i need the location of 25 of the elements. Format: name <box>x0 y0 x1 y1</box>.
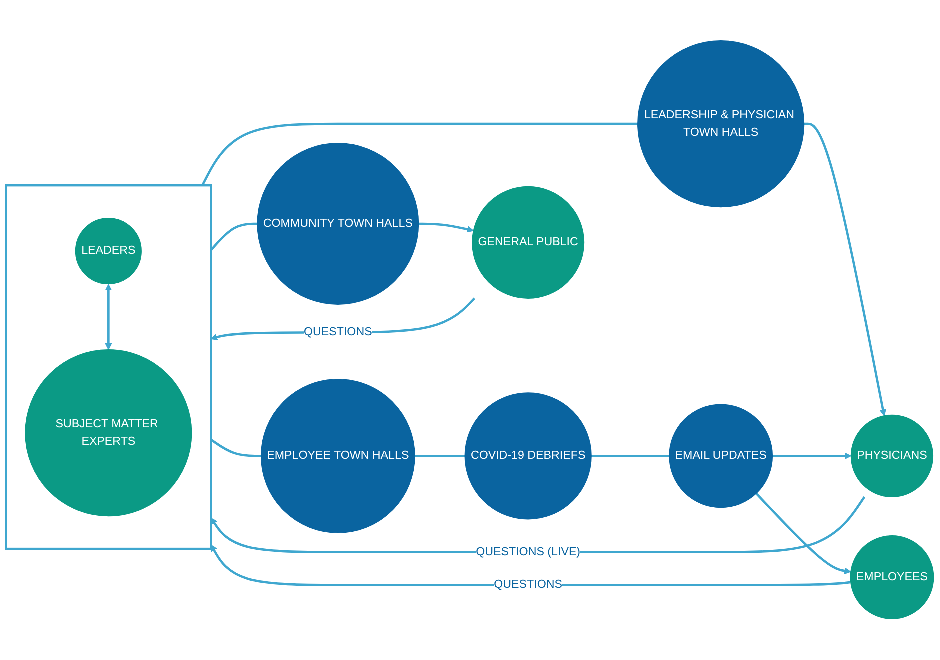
connector <box>414 455 466 458</box>
arrow <box>418 222 474 233</box>
connector <box>210 222 258 252</box>
node-circle: LEADERSHIP & PHYSICIAN TOWN HALLS <box>638 40 805 208</box>
node-circle: GENERAL PUBLIC <box>472 186 585 299</box>
node-circle: EMPLOYEE TOWN HALLS <box>260 378 416 534</box>
connector <box>210 438 262 458</box>
node-circle: PHYSICIANS <box>850 414 934 498</box>
edge-label: QUESTIONS <box>304 325 372 339</box>
node-circle: EMAIL UPDATES <box>669 404 774 508</box>
connector <box>592 455 670 458</box>
arrow <box>105 284 112 350</box>
arrow <box>772 452 852 460</box>
edge-label: QUESTIONS (LIVE) <box>476 545 581 558</box>
node-circle: LEADERS <box>75 218 142 285</box>
arrow <box>804 122 887 416</box>
node-circle: COVID-19 DEBRIEFS <box>464 392 592 520</box>
arrow <box>210 544 851 586</box>
connector <box>202 122 638 186</box>
node-circle: EMPLOYEES <box>850 536 934 620</box>
cluster <box>5 184 212 550</box>
node-circle: COMMUNITY TOWN HALLS <box>257 143 420 305</box>
node-circle: SUBJECT MATTER EXPERTS <box>25 350 192 517</box>
arrow <box>756 492 852 574</box>
edge-label: QUESTIONS <box>494 578 562 592</box>
